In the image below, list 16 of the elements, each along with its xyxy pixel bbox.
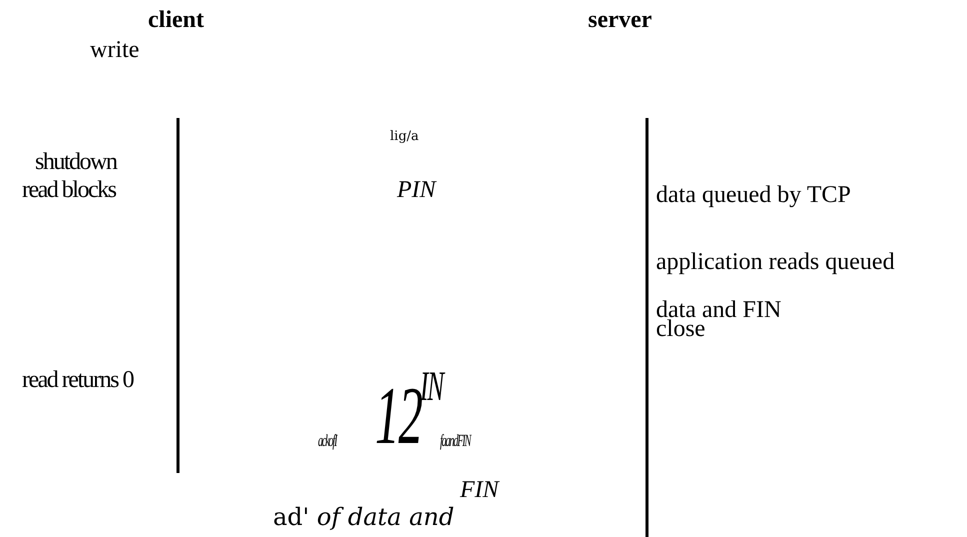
- segment-label: lig/a: [390, 130, 419, 143]
- column-heading: server: [588, 8, 652, 32]
- event-label: data queued by TCP: [656, 183, 851, 207]
- event-label: read blocks: [22, 178, 116, 202]
- segment-label: FIN: [460, 478, 499, 502]
- event-label: application reads queued: [656, 250, 895, 274]
- event-label: read returns 0: [22, 368, 133, 392]
- event-label: close: [656, 317, 706, 341]
- event-label: shutdown: [35, 150, 116, 174]
- segment-label: ackofI: [318, 432, 336, 449]
- event-label: write: [90, 38, 140, 62]
- column-heading: client: [148, 8, 204, 32]
- segment-label: PIN: [397, 178, 436, 202]
- segment-label: faandFIN: [440, 432, 470, 449]
- segment-label: 12: [375, 375, 422, 457]
- segment-label: ad' of data and: [273, 505, 454, 529]
